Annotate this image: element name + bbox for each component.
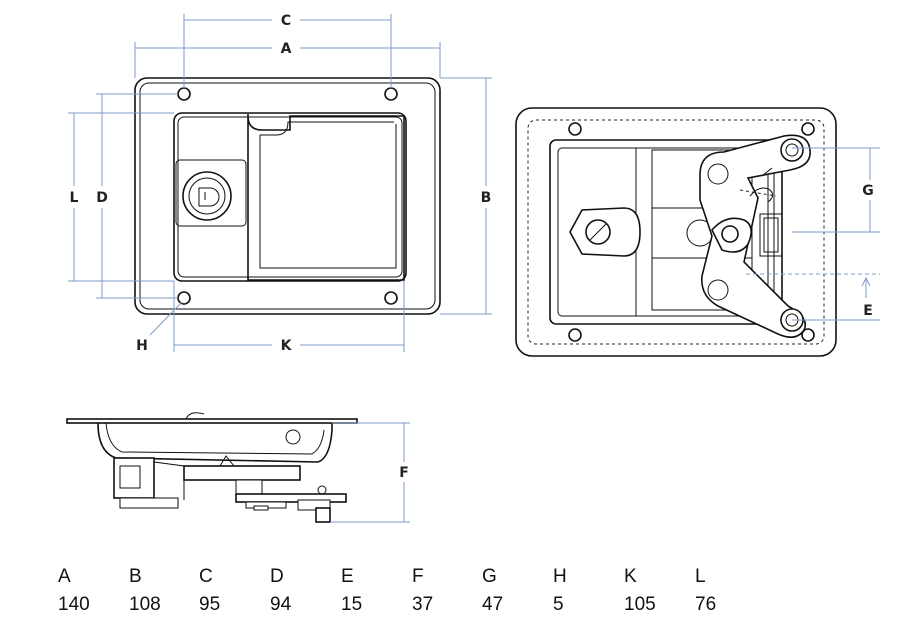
table-column: L 76 <box>695 566 716 616</box>
dim-label-k: K <box>281 338 293 354</box>
table-value: 37 <box>412 594 434 615</box>
mounting-hole <box>384 87 398 101</box>
dim-label-g: G <box>862 183 874 199</box>
dim-label-a: A <box>281 41 292 57</box>
table-key: L <box>695 566 706 587</box>
table-key: D <box>270 566 284 587</box>
table-key: C <box>199 566 213 587</box>
table-column: E 15 <box>341 566 362 616</box>
dim-label-d: D <box>96 190 108 206</box>
dim-label-f: F <box>399 465 409 481</box>
mounting-hole <box>568 328 582 342</box>
table-key: F <box>412 566 424 587</box>
table-value: 95 <box>199 594 221 615</box>
table-key: B <box>129 566 142 587</box>
table-column: A 140 <box>58 566 90 616</box>
table-column: K 105 <box>624 566 656 616</box>
dim-label-l: L <box>70 190 79 206</box>
table-value: 47 <box>482 594 504 615</box>
table-key: A <box>58 566 71 587</box>
key-cylinder <box>182 171 232 221</box>
rear-dimensions <box>746 147 880 321</box>
table-column: F 37 <box>412 566 433 616</box>
table-column: H 5 <box>553 566 567 616</box>
mounting-hole <box>801 122 815 136</box>
table-key: G <box>482 566 497 587</box>
table-value: 94 <box>270 594 292 615</box>
front-view <box>134 77 441 315</box>
table-key: E <box>341 566 354 587</box>
table-value: 76 <box>695 594 717 615</box>
table-value: 15 <box>341 594 363 615</box>
table-value: 5 <box>553 594 564 615</box>
side-dimensions <box>330 422 410 523</box>
table-column: D 94 <box>270 566 291 616</box>
table-key: H <box>553 566 567 587</box>
table-column: G 47 <box>482 566 503 616</box>
table-column: B 108 <box>129 566 161 616</box>
table-value: 108 <box>129 594 161 615</box>
dim-label-b: B <box>481 190 492 206</box>
side-view <box>66 412 358 523</box>
table-key: K <box>624 566 637 587</box>
technical-drawing: C A B D L K H <box>66 13 880 523</box>
rear-view <box>515 107 837 357</box>
mounting-hole <box>384 291 398 305</box>
mounting-hole <box>801 328 815 342</box>
mounting-hole <box>177 87 191 101</box>
dim-label-e: E <box>863 303 873 319</box>
mounting-hole <box>568 122 582 136</box>
table-value: 105 <box>624 594 656 615</box>
table-column: C 95 <box>199 566 220 616</box>
table-value: 140 <box>58 594 90 615</box>
dim-label-c: C <box>281 13 291 29</box>
front-dimensions <box>68 14 492 352</box>
mounting-hole <box>177 291 191 305</box>
dim-label-h: H <box>136 338 148 354</box>
